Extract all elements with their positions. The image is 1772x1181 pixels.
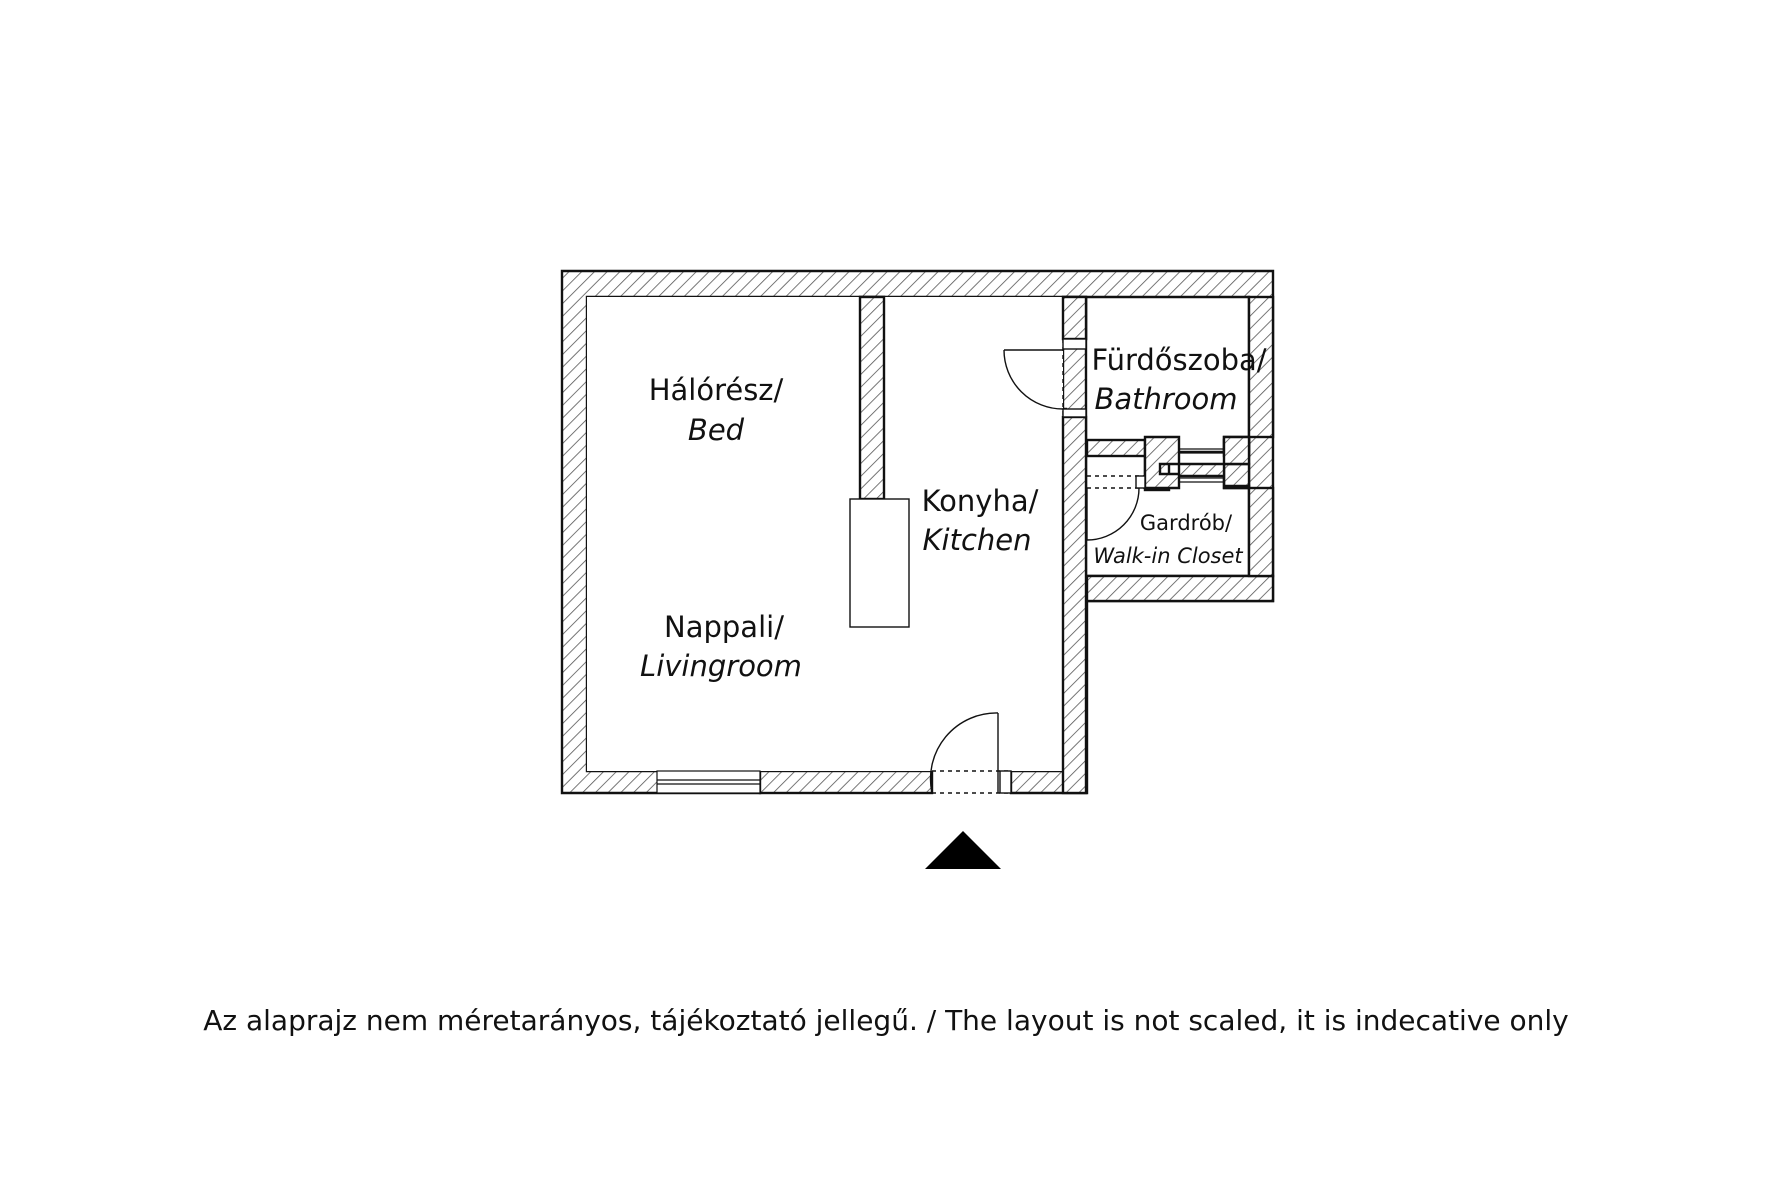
kitchen-counter (849, 498, 910, 628)
closet-door (1086, 475, 1146, 541)
room-spaces (587, 297, 1063, 771)
label-kitchen-en: Kitchen (923, 523, 1032, 557)
bath-closet-partition (1143, 435, 1251, 490)
label-bed-hu: Hálórész/ (649, 373, 784, 407)
label-bathroom-hu: Fürdőszoba/ (1091, 343, 1266, 377)
entrance-door (929, 712, 1012, 794)
kitchen-bath-wall-top-draw (1061, 295, 1088, 341)
window-bath-upper (1179, 448, 1224, 454)
bath-partition-left (1085, 438, 1151, 458)
bathroom-door (1003, 338, 1087, 418)
entrance-arrow-icon (925, 831, 1001, 869)
label-kitchen-hu: Konyha/ (922, 484, 1039, 518)
bottom-wall-middle (758, 769, 934, 795)
label-living-en: Livingroom (640, 649, 802, 683)
disclaimer-note: Az alaprajz nem méretarányos, tájékoztat… (203, 1004, 1569, 1037)
kitchen-bath-wall-bottom-draw (1061, 415, 1088, 795)
space-bed-living (587, 297, 1063, 771)
label-closet-en: Walk-in Closet (1093, 544, 1243, 568)
bath-right-upper-wall (1247, 295, 1275, 439)
label-closet-hu: Gardrób/ (1140, 511, 1233, 535)
window-bottom (656, 770, 761, 794)
closet-partition-right-a (1222, 462, 1251, 490)
closet-right-wall (1247, 486, 1275, 578)
window-bath-lower (1179, 477, 1224, 483)
bed-kitchen-wall-draw (858, 295, 886, 501)
label-bathroom-en: Bathroom (1094, 382, 1237, 416)
label-living-hu: Nappali/ (664, 610, 784, 644)
label-bed-en: Bed (688, 413, 745, 447)
bath-bottom-wall (1085, 574, 1275, 603)
